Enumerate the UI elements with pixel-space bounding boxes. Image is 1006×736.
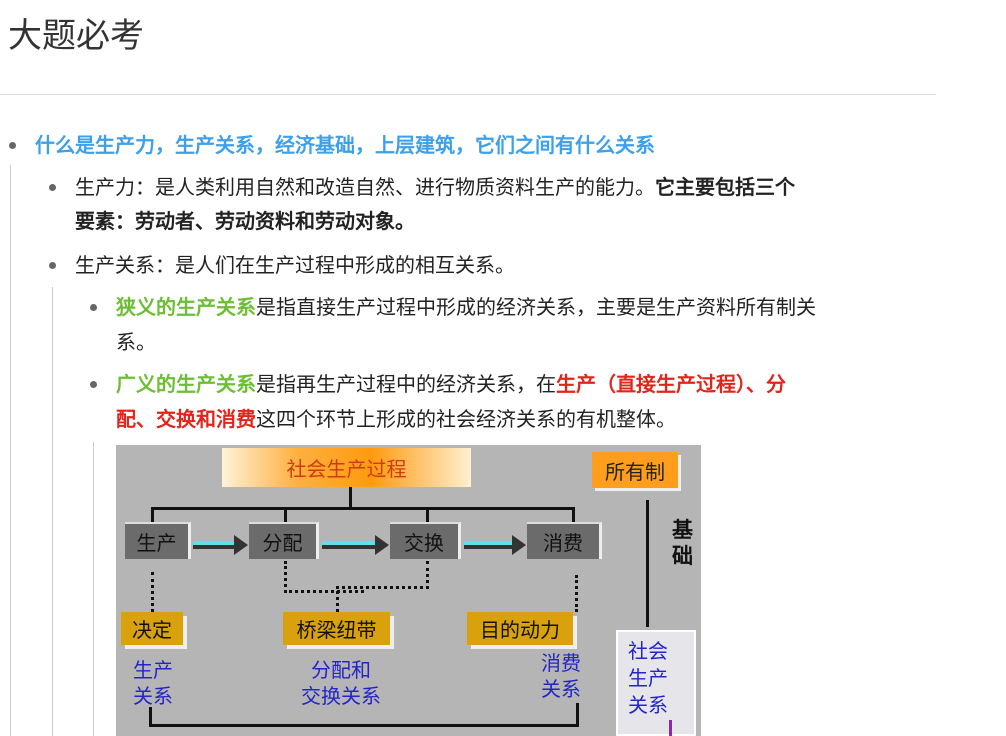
- narrow-text-cont: 系。: [116, 330, 156, 354]
- broad-relations: 广义的生产关系是指再生产过程中的经济关系，在生产（直接生产过程）、分: [116, 367, 786, 402]
- indent-guide: [52, 287, 53, 736]
- connector: [576, 703, 579, 727]
- connector: [426, 507, 429, 523]
- dotted-connector: [284, 590, 364, 593]
- social-production-diagram: 社会生产过程 所有制 生产 分配 交换 消费 决定 桥梁纽带 目的动力 生产关系…: [116, 445, 701, 736]
- connector: [349, 487, 352, 509]
- label-line: 生产: [133, 658, 173, 682]
- stage-distribution: 分配: [249, 522, 319, 559]
- basis-label: 基础: [672, 518, 693, 568]
- label-line: 交换关系: [301, 684, 381, 708]
- bullet: [9, 142, 16, 149]
- distribution-exchange-relations-label: 分配和交换关系: [286, 657, 396, 709]
- indent-guide: [10, 165, 11, 736]
- connector: [646, 500, 649, 627]
- consumption-relations-label: 消费关系: [536, 650, 586, 702]
- label-line: 社会: [628, 639, 668, 663]
- social-relations-box: 社会生产关系: [616, 630, 696, 736]
- connector: [149, 707, 152, 727]
- productivity-line2: 要素：劳动者、劳动资料和劳动对象。: [75, 204, 415, 239]
- label-line: 分配和: [311, 658, 371, 682]
- bullet: [90, 381, 97, 388]
- productivity-definition: 生产力：是人类利用自然和改造自然、进行物质资料生产的能力。它主要包括三个: [75, 170, 795, 205]
- social-relations-label: 社会生产关系: [618, 638, 678, 719]
- stage-consumption: 消费: [527, 522, 602, 559]
- role-bridge: 桥梁纽带: [283, 612, 390, 645]
- page-title: 大题必考: [8, 16, 144, 56]
- arrow-right-icon: [322, 535, 389, 555]
- role-purpose: 目的动力: [467, 612, 573, 645]
- dotted-connector: [426, 561, 429, 589]
- connector: [151, 507, 575, 510]
- connector: [149, 724, 579, 727]
- productivity-text: 生产力：是人类利用自然和改造自然、进行物质资料生产的能力。: [75, 175, 655, 199]
- diagram-title: 社会生产过程: [222, 448, 471, 487]
- arrow-right-icon: [193, 535, 248, 555]
- dotted-connector: [284, 561, 287, 593]
- broad-term: 广义的生产关系: [116, 372, 256, 396]
- ownership-box: 所有制: [592, 452, 678, 488]
- label-line: 生产: [628, 666, 668, 690]
- question-heading: 什么是生产力，生产关系，经济基础，上层建筑，它们之间有什么关系: [35, 133, 655, 157]
- bullet: [49, 262, 56, 269]
- bullet: [90, 304, 97, 311]
- productivity-elements-cont: 要素：劳动者、劳动资料和劳动对象。: [75, 209, 415, 233]
- label-line: 关系: [541, 677, 581, 701]
- arrow-right-icon: [464, 535, 526, 555]
- broad-text: 是指再生产过程中的经济关系，在: [256, 372, 556, 396]
- narrow-text: 是指直接生产过程中形成的经济关系，主要是生产资料所有制关: [256, 295, 816, 319]
- connector: [669, 720, 672, 736]
- stage-exchange: 交换: [390, 522, 461, 559]
- role-determines: 决定: [121, 612, 183, 645]
- connector: [284, 507, 287, 523]
- bullet: [49, 184, 56, 191]
- broad-text-cont: 这四个环节上形成的社会经济关系的有机整体。: [256, 407, 676, 431]
- dotted-connector: [336, 586, 429, 589]
- broad-line2: 配、交换和消费这四个环节上形成的社会经济关系的有机整体。: [116, 402, 676, 437]
- narrow-relations: 狭义的生产关系是指直接生产过程中形成的经济关系，主要是生产资料所有制关: [116, 290, 816, 325]
- productivity-elements: 它主要包括三个: [655, 175, 795, 199]
- label-line: 关系: [133, 684, 173, 708]
- indent-guide: [93, 442, 94, 736]
- label-line: 消费: [541, 651, 581, 675]
- production-relations-label: 生产关系: [128, 657, 178, 709]
- connector: [572, 507, 575, 523]
- label-line: 关系: [628, 693, 668, 717]
- dotted-connector: [336, 586, 339, 612]
- dotted-connector: [151, 572, 154, 612]
- stage-production: 生产: [125, 522, 191, 559]
- broad-highlight-cont: 配、交换和消费: [116, 407, 256, 431]
- relations-definition: 生产关系：是人们在生产过程中形成的相互关系。: [75, 253, 515, 277]
- connector: [151, 507, 154, 523]
- narrow-term: 狭义的生产关系: [116, 295, 256, 319]
- divider: [0, 94, 936, 95]
- dotted-connector: [575, 575, 578, 612]
- broad-highlight: 生产（直接生产过程）、分: [556, 372, 786, 396]
